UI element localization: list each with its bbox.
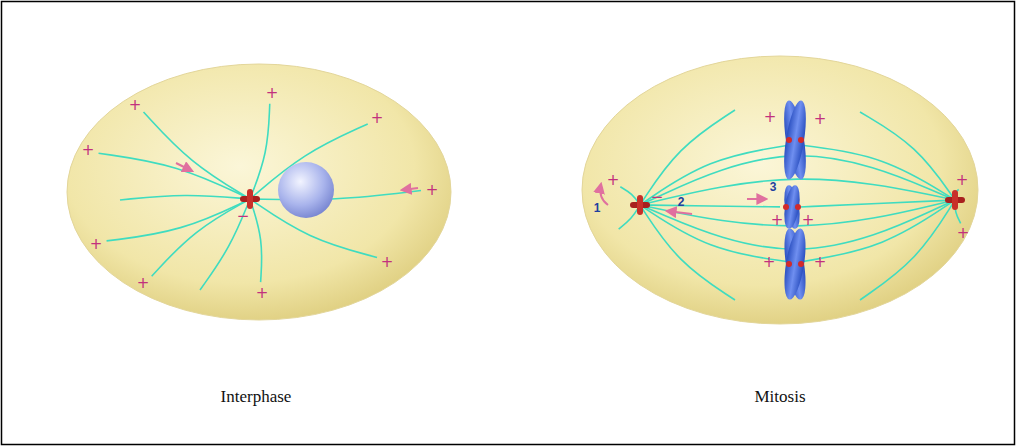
interphase-cell bbox=[67, 64, 451, 320]
plus-end: + bbox=[381, 255, 394, 270]
plus-end: + bbox=[814, 112, 827, 127]
plus-end: + bbox=[256, 286, 269, 301]
plus-end: + bbox=[956, 173, 969, 188]
motion-arrows bbox=[176, 163, 766, 214]
centrosomes bbox=[240, 189, 965, 215]
nucleus bbox=[278, 162, 334, 218]
plus-end: + bbox=[814, 255, 827, 270]
plus-end: + bbox=[763, 255, 776, 270]
stage-caption: Interphase bbox=[221, 388, 292, 405]
callout-number: 2 bbox=[678, 196, 685, 208]
plus-end: + bbox=[129, 98, 142, 113]
chromosomes bbox=[780, 99, 810, 301]
plus-end: + bbox=[802, 213, 815, 228]
plus-end: + bbox=[771, 213, 784, 228]
microtubules bbox=[99, 104, 961, 300]
plus-end: + bbox=[426, 183, 439, 198]
callout-number: 1 bbox=[594, 202, 601, 214]
minus-end: − bbox=[237, 209, 250, 224]
callout-number: 3 bbox=[770, 181, 777, 193]
stage-caption: Mitosis bbox=[754, 388, 805, 405]
plus-end: + bbox=[371, 111, 384, 126]
plus-end: + bbox=[266, 86, 279, 101]
plus-end: + bbox=[90, 237, 103, 252]
plus-end: + bbox=[137, 276, 150, 291]
minus-end: − bbox=[651, 190, 664, 205]
mitotic-cell bbox=[582, 56, 978, 324]
plus-end: + bbox=[764, 110, 777, 125]
plus-end: + bbox=[607, 173, 620, 188]
plus-end: + bbox=[957, 226, 970, 241]
plus-end: + bbox=[82, 143, 95, 158]
